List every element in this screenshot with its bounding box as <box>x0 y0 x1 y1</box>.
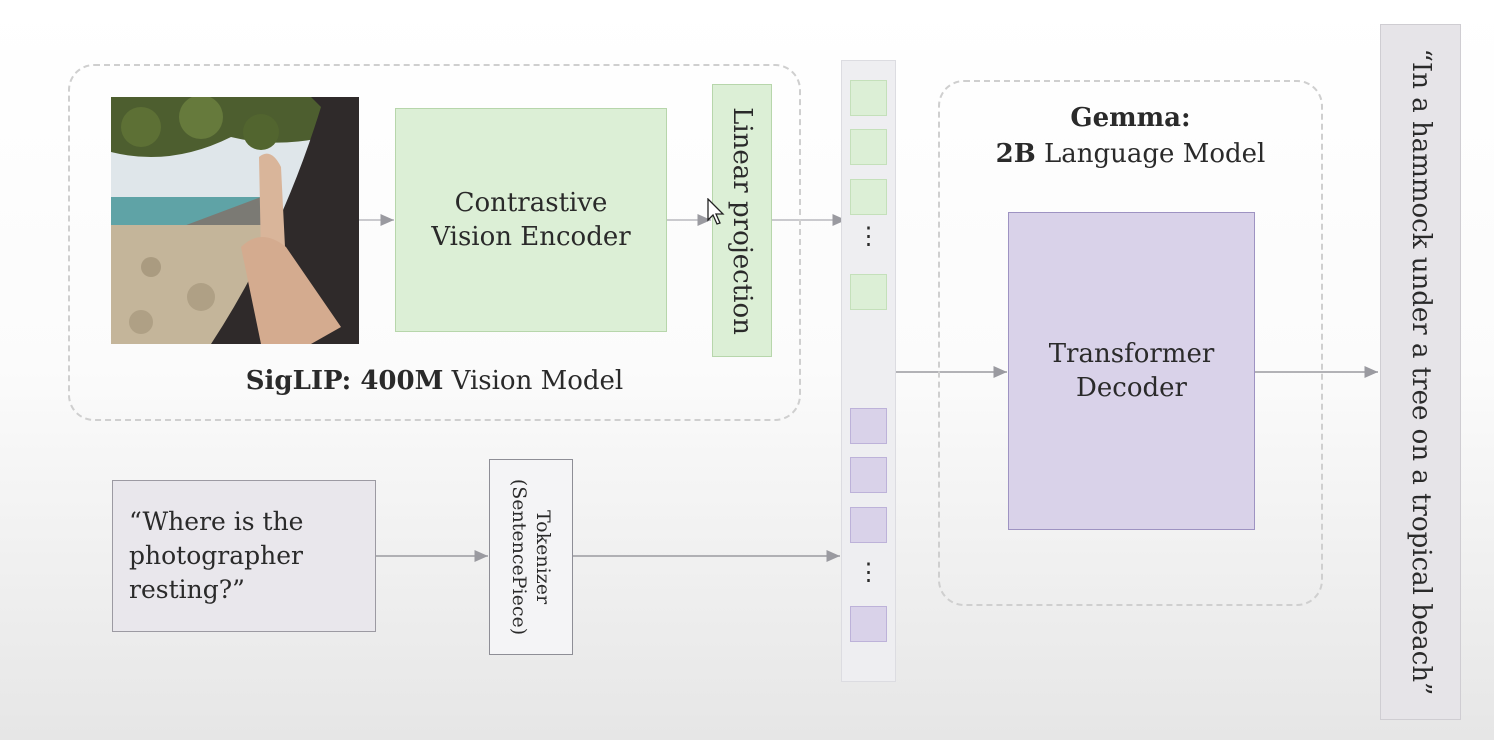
language-model-title: Gemma: 2B Language Model <box>938 100 1323 172</box>
text-token <box>850 408 887 444</box>
linear-projection: Linear projection <box>712 84 772 357</box>
text-token-ellipsis: ⋮ <box>856 558 881 586</box>
contrastive-vision-encoder: Contrastive Vision Encoder <box>395 108 667 332</box>
transformer-decoder: Transformer Decoder <box>1008 212 1255 530</box>
image-token <box>850 80 887 116</box>
vision-model-size: SigLIP: 400M <box>245 366 444 396</box>
gemma-model-type: Language Model <box>1035 139 1266 169</box>
image-token <box>850 179 887 215</box>
linear-projection-label: Linear projection <box>727 106 757 335</box>
vision-model-frame <box>68 64 801 421</box>
output-text: “In a hammock under a tree on a tropical… <box>1405 48 1436 696</box>
hammock-beach-photo <box>111 97 359 344</box>
text-token <box>850 507 887 543</box>
text-token <box>850 457 887 493</box>
text-prompt-box: “Where is the photographer resting?” <box>112 480 376 632</box>
vision-model-name: Vision Model <box>443 366 624 396</box>
vision-model-caption: SigLIP: 400M Vision Model <box>68 366 801 396</box>
tokenizer-box: Tokenizer (SentencePiece) <box>489 459 573 655</box>
gemma-name: Gemma: <box>1070 103 1191 133</box>
language-model-frame <box>938 80 1323 606</box>
mouse-cursor-icon <box>707 197 725 230</box>
image-token <box>850 274 887 310</box>
tokenizer-label: Tokenizer (SentencePiece) <box>508 478 554 636</box>
text-token <box>850 606 887 642</box>
output-text-box: “In a hammock under a tree on a tropical… <box>1380 24 1461 720</box>
image-token <box>850 129 887 165</box>
image-token-ellipsis: ⋮ <box>856 222 881 250</box>
gemma-size: 2B <box>995 139 1036 169</box>
